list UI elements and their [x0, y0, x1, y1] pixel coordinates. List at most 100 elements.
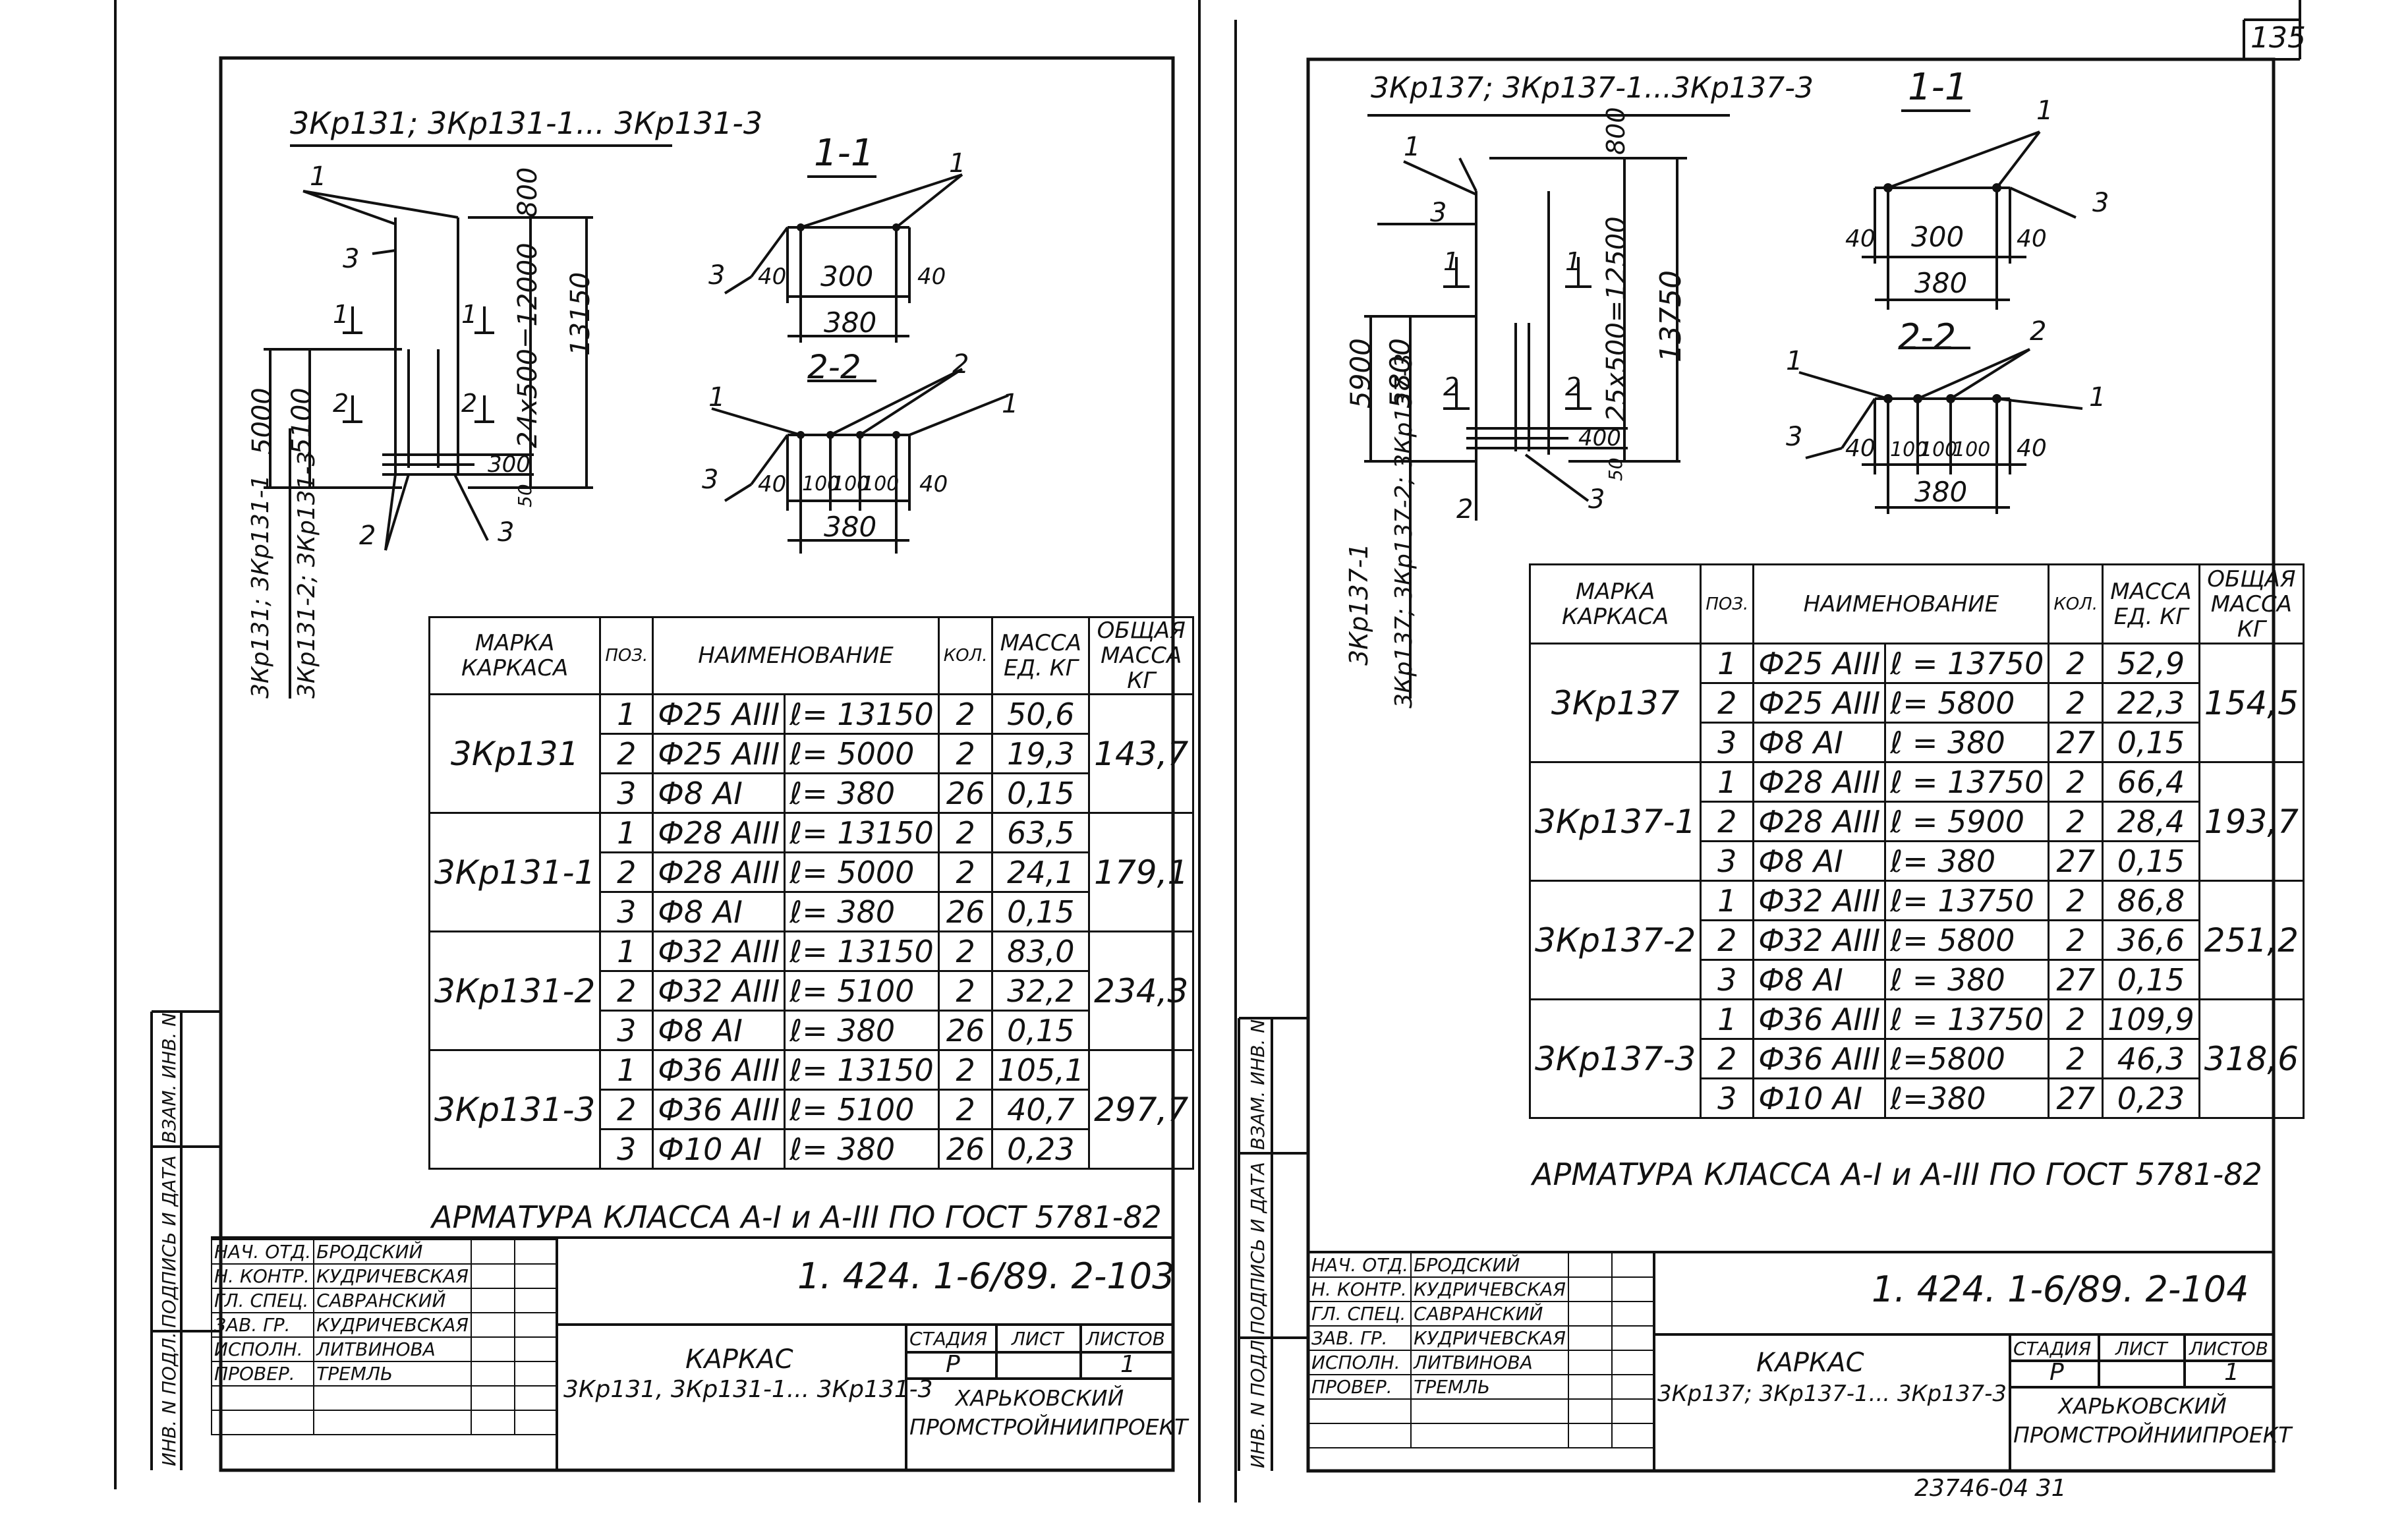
right-s2-d100c: 100 — [1953, 438, 1991, 461]
signature-row-empty — [210, 1385, 558, 1411]
signature-name: САВРАНСКИЙ — [313, 1288, 472, 1313]
total-mass-cell: 143,7 — [1088, 693, 1195, 814]
left-cut-1b: 1 — [461, 300, 478, 329]
unit-mass-cell: 0,15 — [2102, 959, 2200, 1000]
signature-name: ЛИТВИНОВА — [313, 1336, 472, 1362]
total-mass-cell: 154,5 — [2198, 643, 2305, 763]
right-s2-d40b: 40 — [2017, 435, 2047, 462]
signature-mark — [1567, 1301, 1613, 1327]
right-cut-1b: 1 — [1565, 247, 1582, 276]
quantity-cell: 2 — [2048, 801, 2104, 842]
right-s2-mark-3: 3 — [1786, 422, 1803, 452]
unit-mass-cell: 50,6 — [991, 693, 1091, 735]
bar-diameter-cell: Ф8 АI — [1752, 722, 1887, 763]
position-cell: 3 — [599, 1010, 654, 1051]
left-s2-mark-2: 2 — [952, 349, 969, 380]
right-cut-1a: 1 — [1443, 247, 1460, 276]
signature-role: ЗАВ. ГР. — [210, 1312, 315, 1338]
position-cell: 1 — [599, 693, 654, 735]
unit-mass-cell: 105,1 — [991, 1049, 1091, 1091]
total-mass-cell: 234,3 — [1088, 930, 1195, 1051]
quantity-cell: 26 — [937, 1010, 994, 1051]
position-cell: 3 — [599, 1128, 654, 1170]
empty-cell — [1410, 1398, 1569, 1424]
right-s1-d380: 380 — [1914, 267, 1968, 299]
position-cell: 1 — [599, 930, 654, 972]
quantity-cell: 2 — [2048, 761, 2104, 803]
left-s1-d300: 300 — [820, 260, 874, 293]
bar-length-cell: ℓ= 5800 — [1884, 682, 2050, 724]
unit-mass-cell: 0,15 — [991, 891, 1091, 932]
right-dim-400: 400 — [1578, 425, 1621, 451]
position-cell: 3 — [1700, 959, 1755, 1000]
left-product-marks: 3Кр131, 3Кр131-1... 3Кр131-3 — [563, 1376, 933, 1403]
left-s1-mark-1: 1 — [949, 148, 966, 179]
bar-diameter-cell: Ф28 АIII — [652, 812, 786, 853]
frame-mark-cell: 3Кр137-2 — [1528, 880, 1702, 1000]
right-sheets-label: ЛИСТОВ — [2189, 1338, 2268, 1360]
signature-row: ПРОВЕР.ТРЕМЛЬ — [1307, 1374, 1655, 1400]
unit-mass-cell: 40,7 — [991, 1089, 1091, 1130]
unit-mass-cell: 0,15 — [2102, 722, 2200, 763]
quantity-cell: 27 — [2048, 959, 2104, 1000]
right-product-marks: 3Кр137; 3Кр137-1... 3Кр137-3 — [1657, 1381, 2007, 1407]
frame-mark-cell: 3Кр131-1 — [428, 812, 602, 932]
quantity-cell: 2 — [937, 851, 994, 893]
frame-mark-cell: 3Кр131-2 — [428, 930, 602, 1051]
empty-cell — [1611, 1398, 1655, 1424]
right-s2-mark-1: 1 — [1786, 346, 1803, 376]
left-side-caption-b: 3Кр131-2; 3Кр131-3 — [293, 451, 320, 699]
bar-diameter-cell: Ф32 АIII — [1752, 919, 1887, 961]
quantity-cell: 26 — [937, 1128, 994, 1170]
signature-role: ГЛ. СПЕЦ. — [210, 1288, 315, 1313]
total-mass-cell: 193,7 — [2198, 761, 2305, 882]
right-s2-d380: 380 — [1914, 476, 1968, 508]
quantity-cell: 2 — [2048, 643, 2104, 684]
signature-mark — [1567, 1276, 1613, 1302]
bar-length-cell: ℓ= 13150 — [784, 812, 940, 853]
right-cut-2b: 2 — [1565, 372, 1582, 401]
quantity-cell: 2 — [2048, 919, 2104, 961]
col-unit-mass: МАССА ЕД. КГ — [2102, 563, 2200, 644]
signature-name: ТРЕМЛЬ — [313, 1361, 472, 1387]
left-side-caption-a: 3Кр131; 3Кр131-1 — [247, 474, 274, 699]
bar-diameter-cell: Ф32 АIII — [652, 930, 786, 972]
left-cut-2b: 2 — [461, 389, 478, 418]
bar-length-cell: ℓ= 13150 — [784, 693, 940, 735]
left-s2-d40b: 40 — [919, 471, 948, 498]
bar-length-cell: ℓ= 380 — [784, 772, 940, 814]
bar-length-cell: ℓ= 13150 — [784, 930, 940, 972]
signature-row: ЗАВ. ГР.КУДРИЧЕВСКАЯ — [210, 1312, 558, 1338]
col-name: НАИМЕНОВАНИЕ — [652, 616, 940, 695]
empty-cell — [1567, 1398, 1613, 1424]
bar-diameter-cell: Ф36 АIII — [1752, 1038, 1887, 1079]
left-dim-13150: 13150 — [565, 272, 596, 356]
right-side-caption-a: 3Кр137-1 — [1344, 543, 1373, 666]
left-section-2-title: 2-2 — [807, 348, 861, 386]
right-stage-label: СТАДИЯ — [2013, 1338, 2092, 1360]
signature-row-empty — [1307, 1398, 1655, 1424]
right-sheet-label: ЛИСТ — [2115, 1338, 2167, 1360]
right-sheets: 1 — [2224, 1359, 2239, 1386]
frame-mark-cell: 3Кр137 — [1528, 643, 1702, 763]
position-cell: 2 — [1700, 801, 1755, 842]
signature-row: Н. КОНТР.КУДРИЧЕВСКАЯ — [210, 1263, 558, 1289]
right-cut-2a: 2 — [1443, 372, 1460, 401]
right-dim-5900: 5900 — [1344, 338, 1377, 409]
col-name: НАИМЕНОВАНИЕ — [1752, 563, 2050, 644]
unit-mass-cell: 0,23 — [991, 1128, 1091, 1170]
signature-name: КУДРИЧЕВСКАЯ — [1410, 1325, 1569, 1351]
left-dim-800: 800 — [513, 167, 543, 217]
bar-diameter-cell: Ф10 АI — [652, 1128, 786, 1170]
signature-role: ПРОВЕР. — [1307, 1374, 1412, 1400]
bar-length-cell: ℓ= 5100 — [784, 1089, 940, 1130]
right-field-inv-zam: ВЗАМ. ИНВ. N — [1247, 1019, 1269, 1150]
right-title: 3Кр137; 3Кр137-1...3Кр137-3 — [1371, 71, 1814, 105]
empty-cell — [470, 1385, 515, 1411]
left-mark-3: 3 — [343, 244, 360, 274]
